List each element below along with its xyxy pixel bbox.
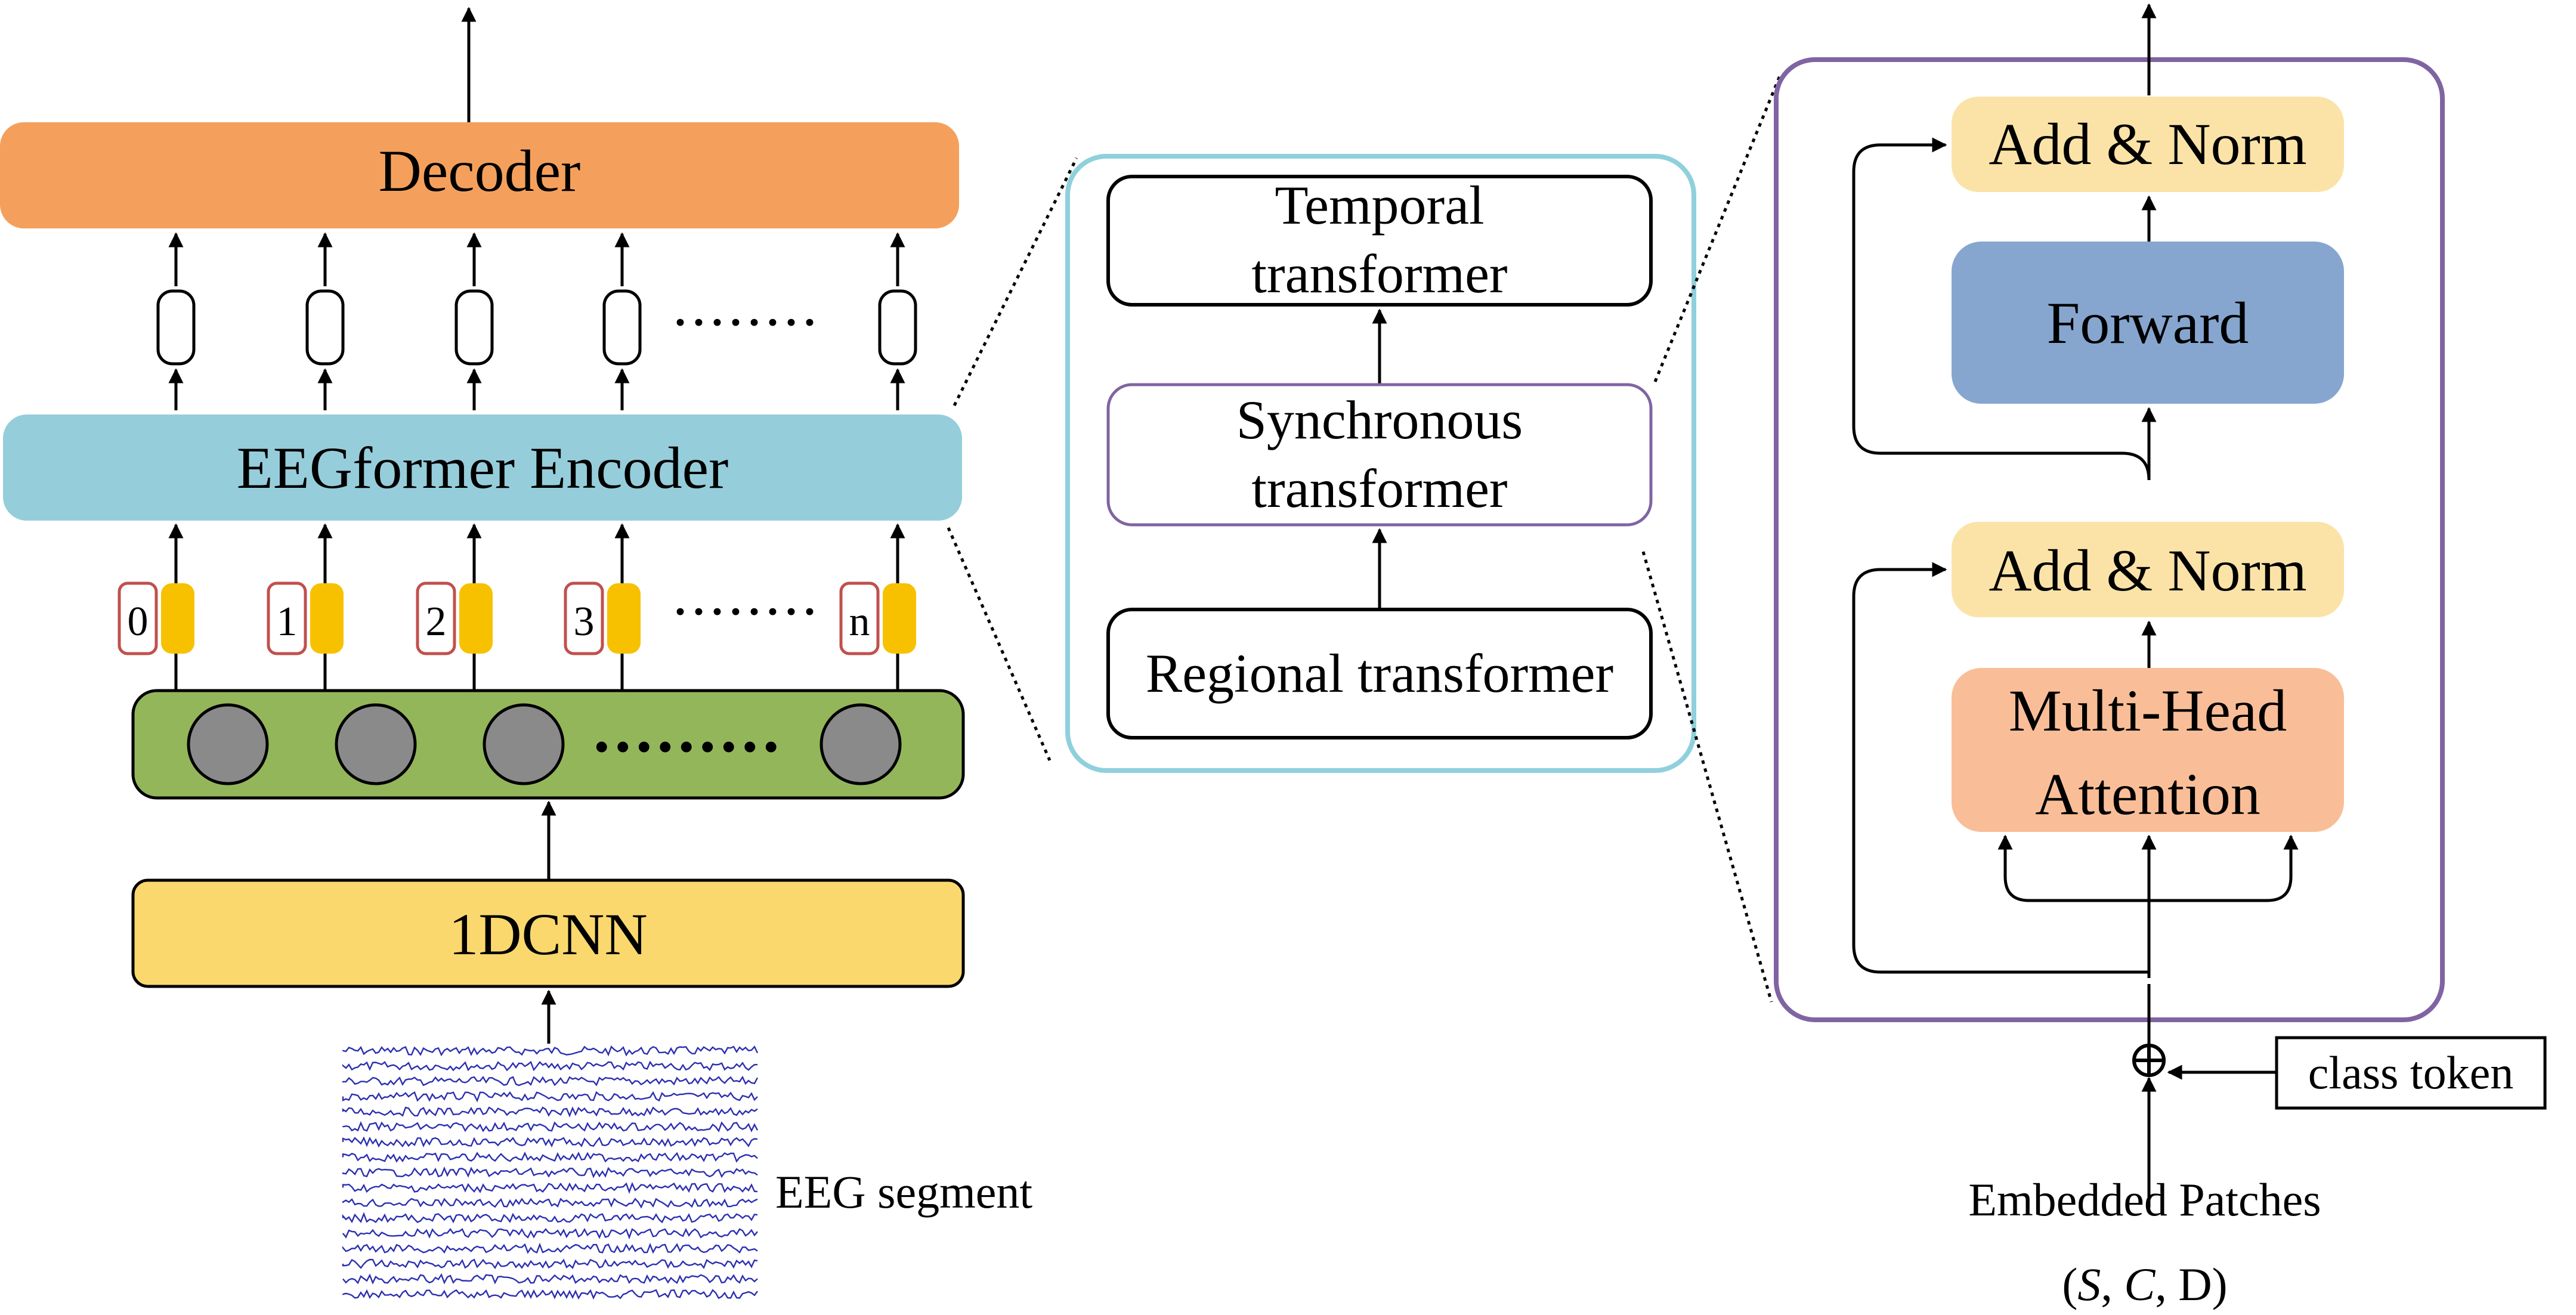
eeg-channel-trace [342,1258,758,1270]
patch-token [883,583,916,654]
eeg-channel-trace [342,1151,758,1163]
residual-connection-bottom [1852,562,2149,974]
cnn-label: 1DCNN [449,901,647,967]
decoder-label: Decoder [379,138,581,204]
temporal-transformer-box [1106,175,1653,307]
zoom-line-left-top [953,157,1078,407]
eeg-channel-trace [342,1227,758,1240]
encoder-detail-panel: Temporal transformer Synchronous transfo… [1065,154,1696,773]
temporal-transformer-line1: Temporal [1275,175,1484,236]
synchronous-transformer-line1: Synchronous [1236,389,1523,450]
forward-box [1952,242,2344,404]
residual-connection-top [1852,137,2151,481]
feature-node [483,703,565,785]
regional-transformer-box [1106,608,1653,740]
eeg-channel-trace [342,1106,758,1118]
multi-head-attention-box [1952,668,2344,832]
synchronous-transformer-box [1106,383,1653,527]
token-ellipsis: ........ [673,561,821,627]
transformer-block-frame [1774,57,2445,1022]
attention-input-left [2005,836,2149,902]
position-embedding-box [416,581,456,655]
eeg-signal-traces [342,1045,759,1300]
class-token-box [2275,1036,2547,1110]
eeg-channel-trace [342,1121,759,1133]
attention-input-right [2149,834,2299,902]
encoder-output-token [602,289,642,366]
patch-token [310,583,344,654]
eeg-channel-trace [342,1273,758,1285]
multi-head-attention-line2: Attention [2035,761,2260,827]
add-operator-icon [2132,1044,2166,1077]
feature-node [187,703,269,785]
temporal-transformer-line2: transformer [1251,243,1507,304]
zoom-line-right-top [1653,74,1782,382]
position-embedding-box [564,581,604,655]
eeg-channel-trace [342,1166,758,1178]
eeg-channel-trace [342,1045,759,1057]
zoom-line-left-bottom [947,527,1052,761]
multi-head-attention-line1: Multi-Head [2009,677,2287,744]
eeg-channel-trace [342,1289,758,1300]
synchronous-transformer-line2: transformer [1251,458,1507,519]
eeg-channel-trace [342,1075,759,1087]
eeg-channel-trace [342,1198,758,1209]
cnn-box [131,878,965,988]
eeg-channel-trace [342,1091,758,1103]
zoom-line-right-bottom [1641,551,1773,1003]
eeg-channel-trace [342,1060,757,1072]
encoder-output-columns [156,232,917,410]
eeg-channel-trace [342,1242,758,1254]
position-index: n [849,599,870,645]
position-index: 3 [574,599,595,645]
encoder-output-token [156,289,196,366]
feature-circles [187,703,902,785]
feature-node [820,703,902,785]
eegformer-encoder-label: EEGformer Encoder [237,435,729,501]
eeg-channel-trace [342,1212,758,1224]
encoder-detail-frame [1065,154,1696,773]
encoder-output-ellipsis: ........ [673,272,821,338]
position-index: 1 [277,599,298,645]
regional-transformer-label: Regional transformer [1146,643,1613,704]
eeg-channel-trace [342,1181,758,1194]
transformer-block-panel: Add & Norm Forward Add & Norm Multi-Head… [1774,3,2547,1310]
embedded-patches-dims: (S, C, D) [2062,1258,2227,1310]
position-embedding-box [267,581,307,655]
embedded-patches-label: Embedded Patches [1968,1174,2321,1226]
add-norm-bottom-box [1952,522,2344,617]
feature-node [335,703,417,785]
position-index: 2 [426,599,447,645]
eegformer-encoder-box [3,414,962,521]
encoder-output-token [454,289,494,366]
add-norm-top-box [1952,97,2344,192]
class-token-label: class token [2308,1047,2513,1099]
patch-token [607,583,641,654]
forward-label: Forward [2047,290,2249,356]
add-norm-top-label: Add & Norm [1989,111,2306,177]
feature-ellipsis: ......... [593,693,784,766]
encoder-output-token [878,289,917,366]
position-index: 0 [128,599,149,645]
position-embedding-box [839,581,880,655]
patch-token [459,583,493,654]
eeg-segment-label: EEG segment [775,1166,1032,1218]
decoder-box [0,122,959,228]
encoder-output-token [305,289,345,366]
token-columns: 0 1 2 3 n [117,523,916,691]
eeg-channel-trace [342,1136,758,1148]
left-pipeline: Decoder ........ EEGformer Encoder 0 1 2 3 n… [0,7,1032,1300]
add-norm-bottom-label: Add & Norm [1989,537,2306,604]
position-embedding-box [117,581,158,655]
patch-token [161,583,194,654]
